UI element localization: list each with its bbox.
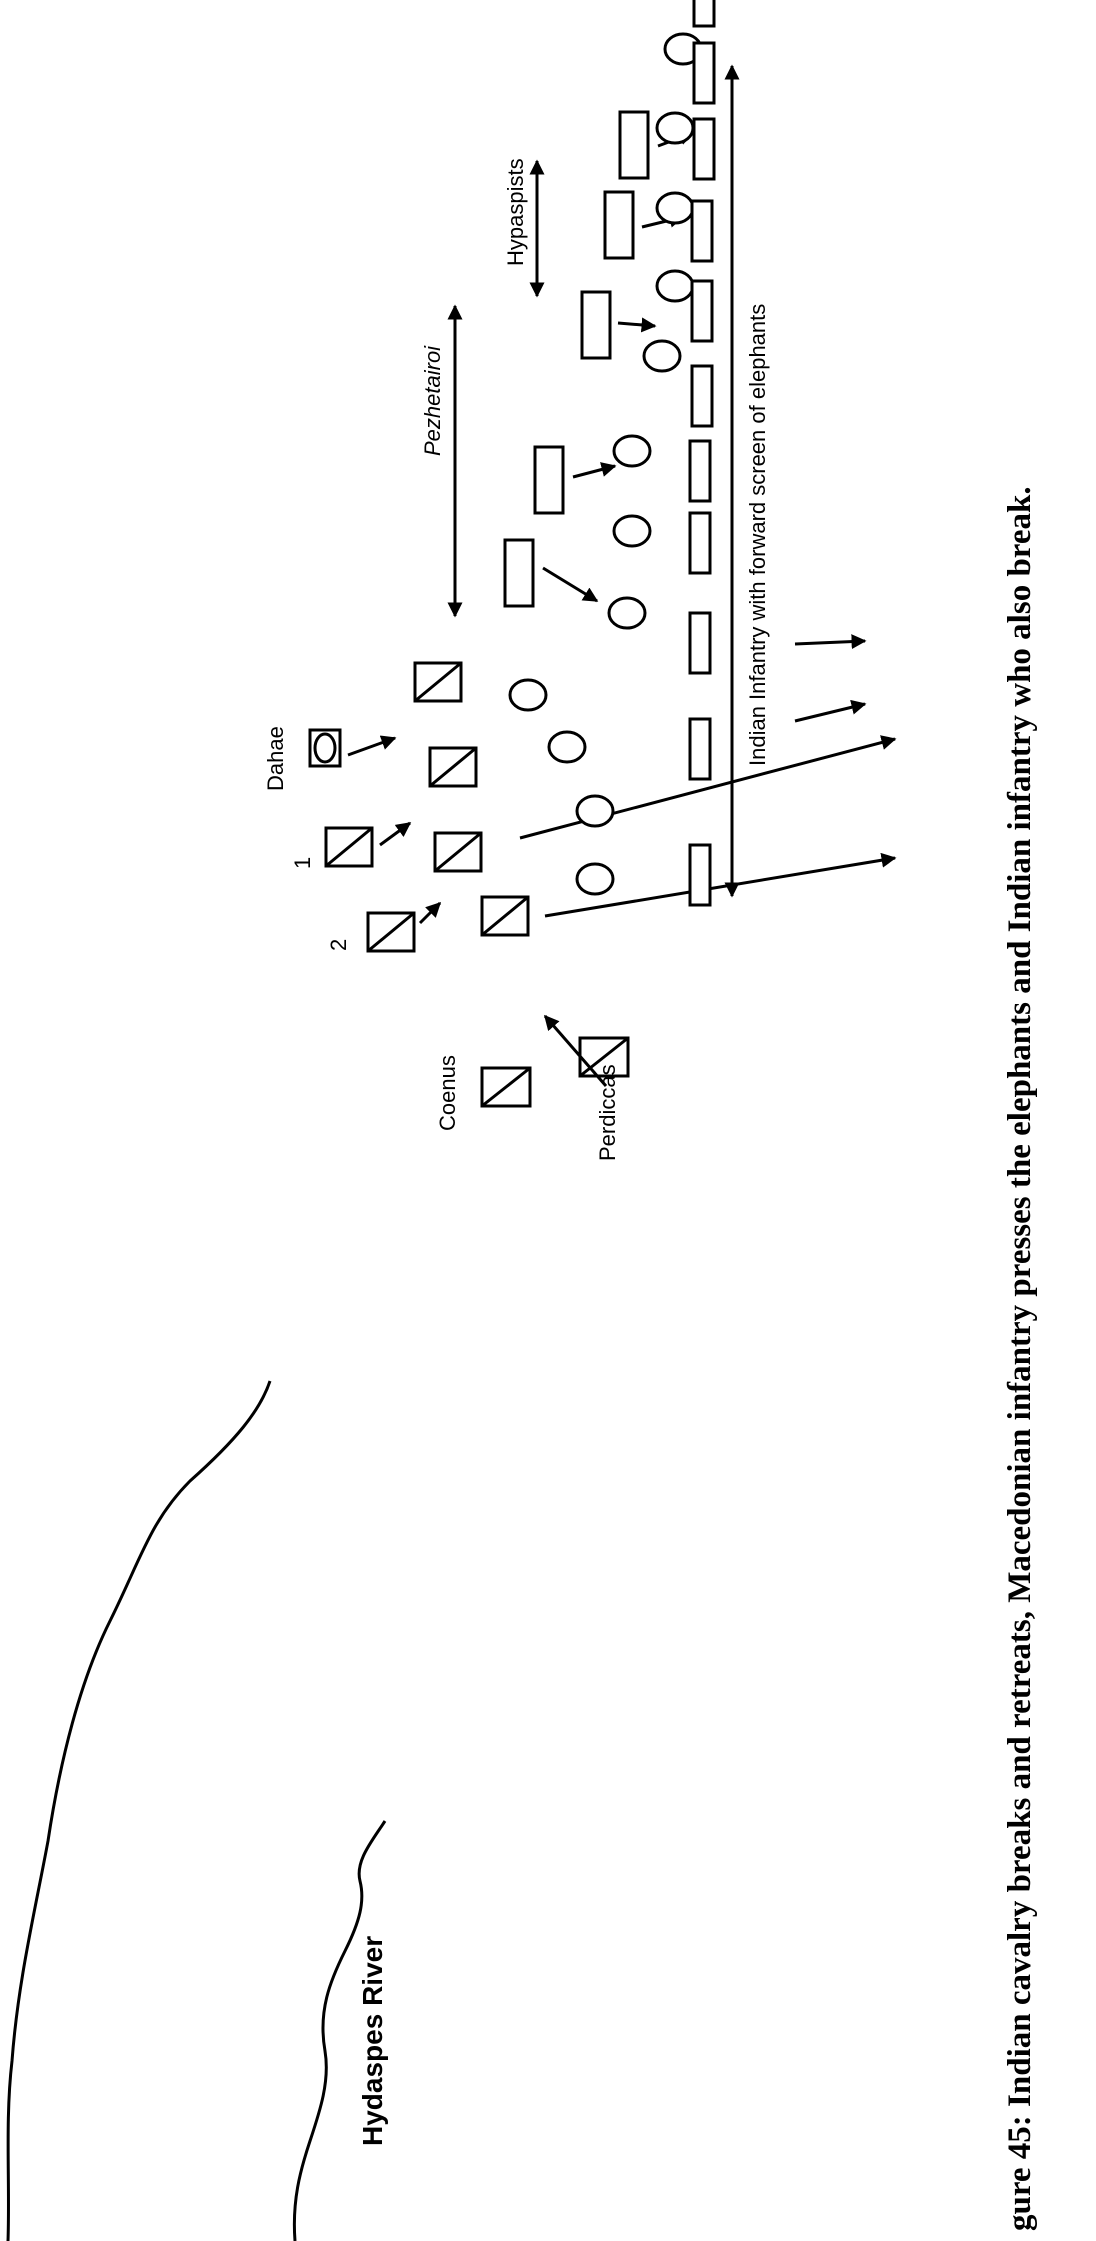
arrow-phalanx xyxy=(542,566,599,603)
phalanx-unit xyxy=(603,190,635,260)
elephant xyxy=(612,514,652,548)
elephant xyxy=(655,191,695,225)
elephant xyxy=(575,794,615,828)
arrow-2 xyxy=(418,901,442,925)
elephant xyxy=(575,862,615,896)
cavalry-unit-perdiccas xyxy=(578,1036,630,1078)
cavalry-unit-front-middle xyxy=(433,831,483,873)
cavalry-unit-front-top xyxy=(413,661,463,703)
arrow-dahae xyxy=(347,735,397,757)
label-1: 1 xyxy=(290,857,315,869)
elephant xyxy=(547,730,587,764)
indian-infantry-unit xyxy=(688,843,712,907)
river-label: Hydaspes River xyxy=(357,1936,388,2146)
indian-infantry-unit xyxy=(688,717,712,781)
arrow-phalanx xyxy=(572,462,617,479)
phalanx-unit xyxy=(503,538,535,608)
cavalry-unit-front-upper xyxy=(428,746,478,788)
label-perdiccas: Perdiccas xyxy=(595,1064,620,1161)
phalanx-unit xyxy=(533,445,565,515)
cavalry-unit-front-lower xyxy=(480,895,530,937)
cavalry-unit-coenus-rear xyxy=(480,1066,532,1108)
elephant xyxy=(642,339,682,373)
label-2: 2 xyxy=(326,939,351,951)
label-dahae: Dahae xyxy=(263,726,288,791)
indian-infantry-unit xyxy=(688,511,712,575)
indian-infantry-unit xyxy=(688,439,712,503)
label-coenus: Coenus xyxy=(435,1055,460,1131)
phalanx-unit xyxy=(580,290,612,360)
elephant xyxy=(655,111,695,145)
indian-infantry-unit xyxy=(692,117,716,181)
figure-caption: gure 45: Indian cavalry breaks and retre… xyxy=(1002,486,1038,2231)
indian-infantry-unit xyxy=(690,364,714,428)
phalanx-unit xyxy=(618,110,650,180)
elephant xyxy=(508,678,548,712)
elephant xyxy=(655,269,695,303)
cavalry-unit-1 xyxy=(324,826,374,868)
label-indian-infantry: Indian Infantry with forward screen of e… xyxy=(745,304,770,766)
river-bank-lower xyxy=(292,1820,387,2241)
arrow-1 xyxy=(379,821,412,847)
arrow-perdiccas xyxy=(543,1014,608,1087)
dahae-unit xyxy=(308,728,342,768)
arrow-indian-advance xyxy=(794,634,867,650)
cavalry-unit-2 xyxy=(366,911,416,953)
label-hypaspists: Hypaspists xyxy=(503,158,528,266)
arrow-indian-advance xyxy=(794,699,867,723)
arrow-phalanx xyxy=(617,317,657,333)
indian-infantry-unit xyxy=(688,611,712,675)
elephant xyxy=(612,434,652,468)
elephant xyxy=(607,596,647,630)
label-pezhetairoi: Pezhetairoi xyxy=(420,345,445,456)
indian-infantry-unit xyxy=(690,199,714,263)
indian-infantry-unit xyxy=(690,279,714,343)
river-bank-upper xyxy=(6,1380,272,2241)
indian-infantry-unit xyxy=(692,41,716,105)
arrow-cavalry-long-1 xyxy=(544,852,897,918)
indian-infantry-unit xyxy=(692,0,716,28)
